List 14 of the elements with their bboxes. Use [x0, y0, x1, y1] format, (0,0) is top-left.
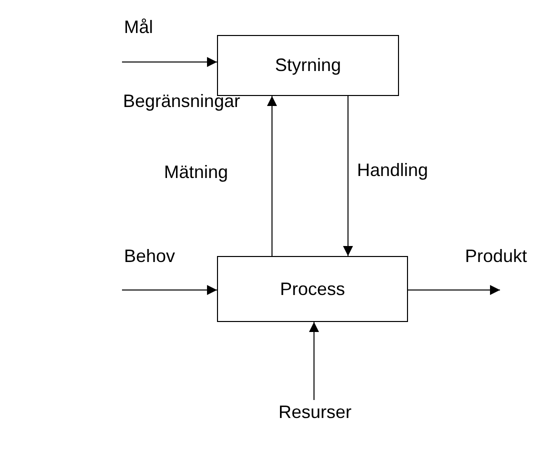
arrow	[343, 96, 353, 256]
node-label: Resurser	[278, 402, 352, 422]
arrow	[309, 322, 319, 400]
process-box: Styrning	[217, 35, 399, 96]
edge-label: Produkt	[465, 246, 528, 267]
edge-label: Mål	[124, 17, 154, 38]
arrow	[408, 285, 500, 295]
edge-label: Mätning	[164, 162, 228, 183]
edge-label: Handling	[357, 160, 428, 181]
arrow	[267, 96, 277, 256]
process-box: Process	[217, 256, 408, 322]
arrow	[122, 57, 218, 67]
edge-label: Behov	[124, 246, 176, 267]
arrow	[122, 285, 218, 295]
